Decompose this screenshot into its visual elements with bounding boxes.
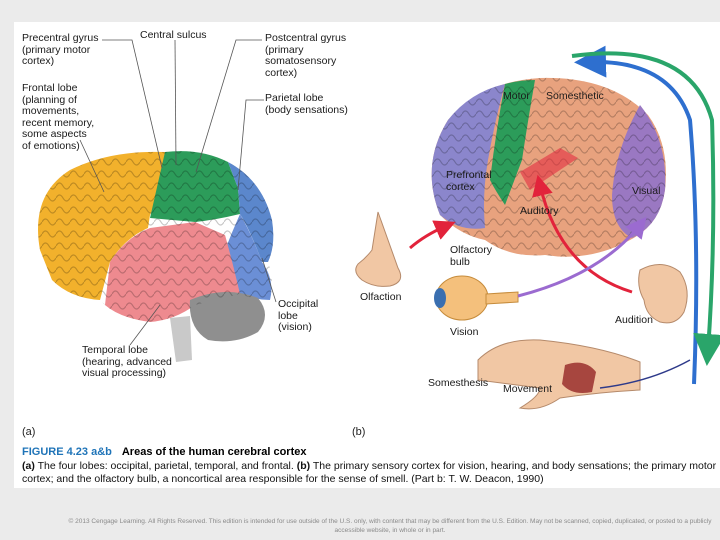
arrow-purple-vision [517,216,647,298]
figure-caption: (a) The four lobes: occipital, parietal,… [22,460,720,486]
label-prefrontal-cortex: Prefrontal cortex [446,169,492,193]
caption-part-a-text: The four lobes: occipital, parietal, tem… [34,460,297,472]
caption-part-b-marker: (b) [296,460,311,472]
label-olfactory-bulb: Olfactory bulb [450,244,493,268]
arrow-red-audition [532,174,633,294]
label-olfaction: Olfaction [360,291,402,303]
copyright-notice: © 2013 Cengage Learning. All Rights Rese… [68,518,712,534]
figure-title: FIGURE 4.23 a&b Areas of the human cerebr… [22,446,306,458]
hand-muscle [562,362,596,393]
label-occipital-lobe: Occipital lobe (vision) [278,298,319,333]
brain-a-texture [38,151,274,322]
label-postcentral-gyrus: Postcentral gyrus (primary somatosensory… [265,32,347,79]
eye-illustration [434,275,519,321]
label-central-sulcus: Central sulcus [140,29,207,41]
label-somesthesis: Somesthesis [428,377,489,389]
label-movement: Movement [503,383,553,395]
label-visual: Visual [632,185,661,197]
nerve-line [599,359,691,389]
figure-number: FIGURE 4.23 a&b [22,446,112,458]
arrow-red-olfaction [409,220,456,250]
nose-illustration [355,211,402,287]
caption-part-a-marker: (a) [22,460,35,472]
brain-b [431,77,666,257]
label-vision: Vision [450,326,479,338]
ear-illustration [638,264,688,324]
arrow-blue [574,45,699,385]
figure-title-text: Areas of the human cerebral cortex [121,446,307,458]
label-temporal-lobe: Temporal lobe (hearing, advanced visual … [82,344,172,379]
label-parietal-lobe: Parietal lobe (body sensations) [265,92,348,116]
panel-b-marker: (b) [352,426,366,438]
brainstem [170,316,192,362]
label-audition: Audition [615,314,653,326]
arrow-green [571,51,720,366]
label-frontal-lobe: Frontal lobe (planning of movements, rec… [22,82,95,152]
hand-illustration [477,339,641,410]
label-somesthetic: Somesthetic [546,90,604,102]
brain-a [38,151,274,362]
leader-lines-a [79,39,277,346]
cerebellum [189,291,265,342]
label-motor: Motor [503,90,530,102]
caption-part-b-text: The primary sensory cortex for vision, h… [22,460,717,485]
label-auditory: Auditory [520,205,559,217]
label-precentral-gyrus: Precentral gyrus (primary motor cortex) [22,32,99,67]
panel-a-marker: (a) [22,426,36,438]
